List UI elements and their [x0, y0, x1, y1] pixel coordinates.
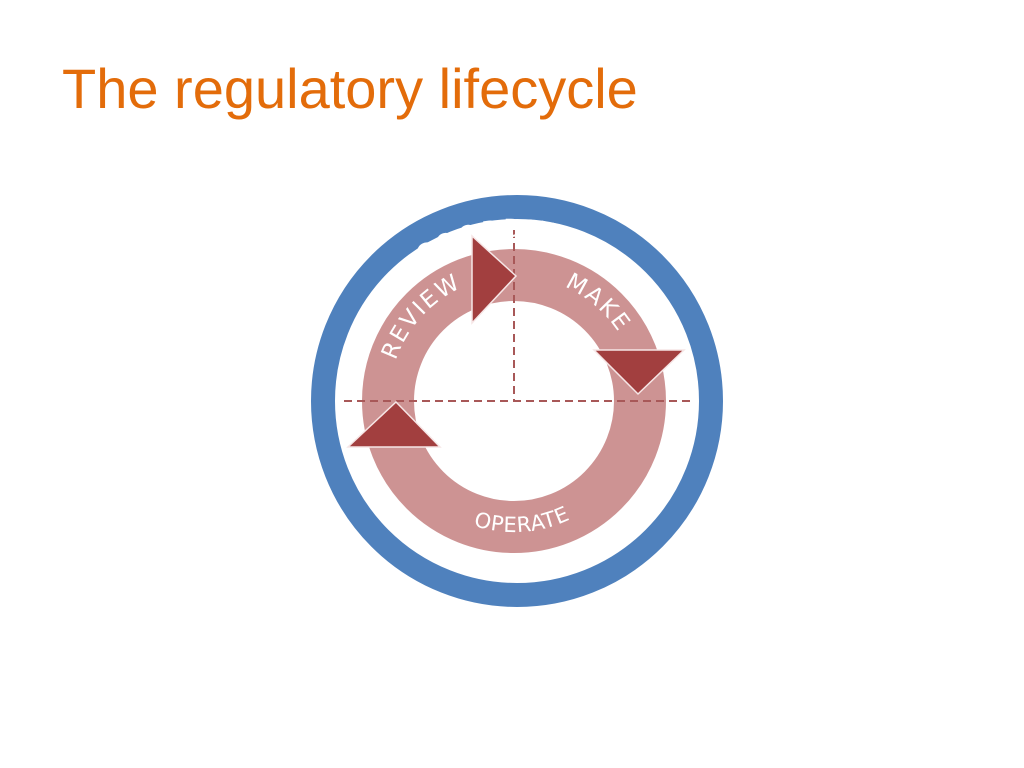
arrow-right	[592, 349, 686, 396]
arrow-top	[471, 234, 518, 325]
arrow-left	[346, 400, 442, 448]
slide-title: The regulatory lifecycle	[62, 57, 638, 120]
outer-ring	[311, 195, 723, 607]
